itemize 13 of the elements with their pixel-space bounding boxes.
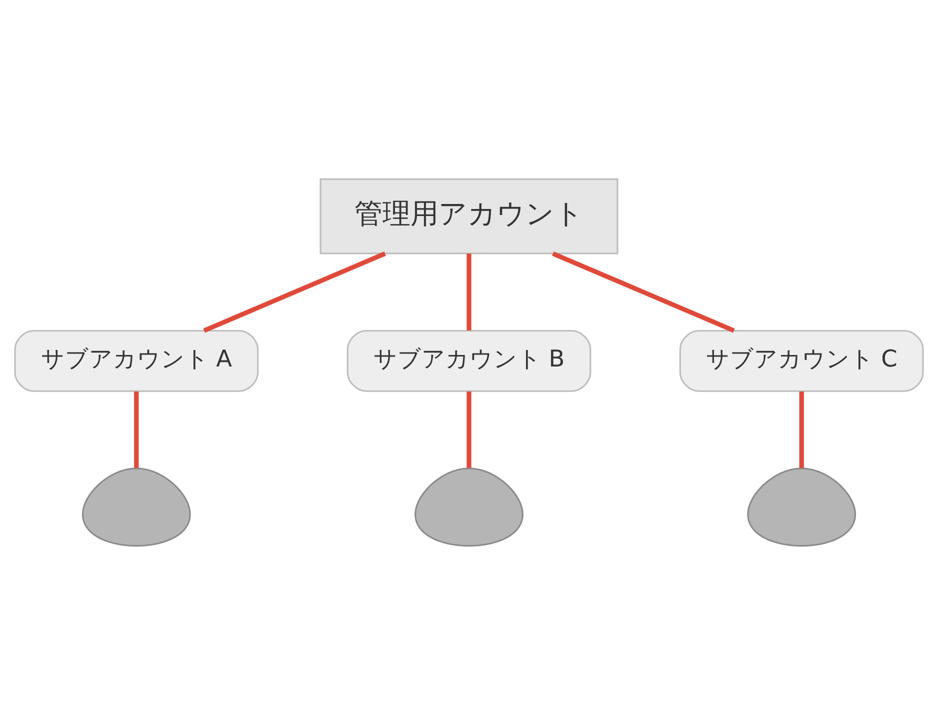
node-box: サブアカウント C [679, 330, 924, 392]
node-person [747, 467, 856, 546]
connector [134, 390, 139, 468]
node-person [82, 467, 191, 546]
connector [466, 390, 472, 468]
node-box: 管理用アカウント [320, 178, 618, 254]
connector [466, 253, 472, 330]
node-person [414, 467, 524, 546]
connector [799, 390, 804, 468]
node-box: サブアカウント B [346, 330, 592, 392]
connector [552, 250, 735, 332]
node-box: サブアカウント A [14, 330, 259, 392]
connector [203, 250, 386, 332]
